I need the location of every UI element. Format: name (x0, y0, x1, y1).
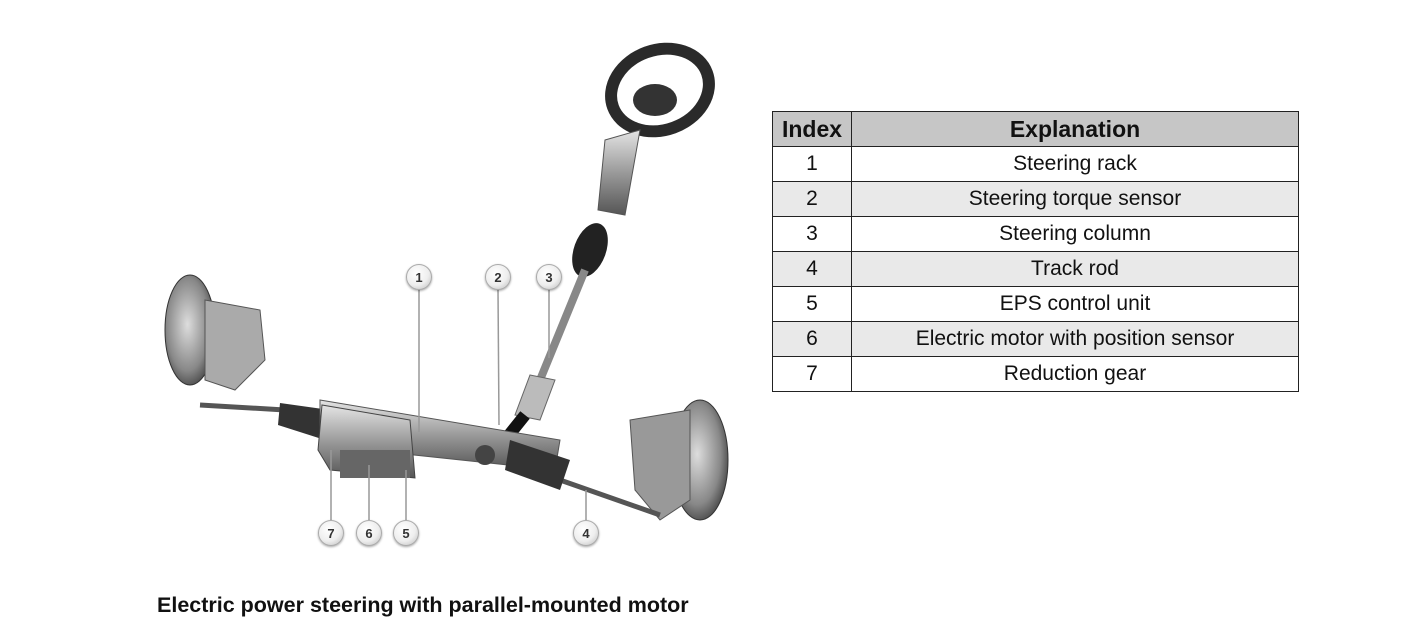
row-explanation: Steering column (851, 216, 1299, 252)
row-index: 7 (772, 356, 852, 392)
callout-2: 2 (485, 264, 511, 290)
row-index: 4 (772, 251, 852, 287)
right-track-rod (559, 477, 661, 518)
steering-column (500, 129, 641, 444)
header-explanation: Explanation (851, 111, 1299, 147)
table-header-row: Index Explanation (772, 111, 1299, 147)
callout-1: 1 (406, 264, 432, 290)
row-explanation: Electric motor with position sensor (851, 321, 1299, 357)
callout-7: 7 (318, 520, 344, 546)
row-index: 5 (772, 286, 852, 322)
leader-lines (330, 289, 587, 520)
callout-4: 4 (573, 520, 599, 546)
steering-wheel (605, 42, 715, 138)
motor-assembly (317, 404, 416, 479)
callout-5: 5 (393, 520, 419, 546)
steering-system-illustration (164, 42, 729, 521)
callout-3: 3 (536, 264, 562, 290)
row-explanation: EPS control unit (851, 286, 1299, 322)
row-index: 1 (772, 146, 852, 182)
figure-caption: Electric power steering with parallel-mo… (157, 593, 689, 617)
row-index: 6 (772, 321, 852, 357)
row-explanation: Reduction gear (851, 356, 1299, 392)
row-index: 2 (772, 181, 852, 217)
row-explanation: Track rod (851, 251, 1299, 287)
right-wheel-hub (629, 399, 729, 521)
left-wheel-hub (164, 274, 266, 391)
header-index: Index (772, 111, 852, 147)
row-index: 3 (772, 216, 852, 252)
callout-6: 6 (356, 520, 382, 546)
row-explanation: Steering rack (851, 146, 1299, 182)
row-explanation: Steering torque sensor (851, 181, 1299, 217)
left-track-rod (199, 402, 286, 413)
